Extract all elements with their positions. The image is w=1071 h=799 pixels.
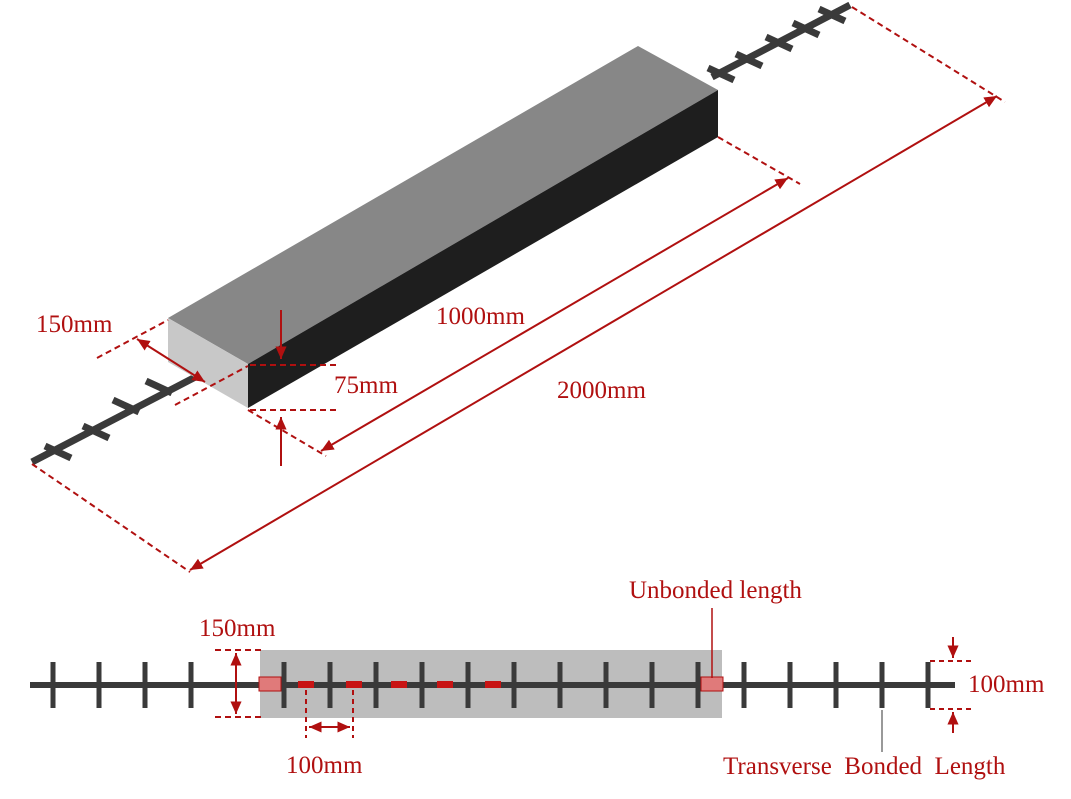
label-transverse-bonded-length: Transverse Bonded Length <box>723 753 1006 780</box>
label-iso-thickness: 75mm <box>334 372 398 399</box>
dim-length-2000 <box>31 6 1006 573</box>
label-plan-width: 150mm <box>199 615 276 642</box>
plan-transverse-bars <box>50 662 931 708</box>
plan-dim-transverse-100 <box>930 637 972 733</box>
geogrid-right-tail <box>706 1 852 84</box>
label-plan-spacing: 100mm <box>286 752 363 779</box>
isometric-view: 150mm 1000mm 75mm 2000mm <box>30 1 1006 573</box>
plan-dim-width-150 <box>215 649 262 718</box>
label-iso-total-length: 2000mm <box>557 377 646 404</box>
label-iso-width: 150mm <box>36 311 113 338</box>
label-iso-slab-length: 1000mm <box>436 303 525 330</box>
concrete-slab <box>168 46 718 408</box>
geogrid-left-tail <box>30 368 207 466</box>
label-unbonded-length: Unbonded length <box>629 577 802 604</box>
plan-dim-spacing-100 <box>305 690 354 738</box>
plan-unbonded-segments <box>258 676 724 692</box>
label-plan-transverse-length: 100mm <box>968 671 1045 698</box>
plan-view: 150mm Unbonded length 100mm 100mm Transv… <box>30 577 1045 780</box>
